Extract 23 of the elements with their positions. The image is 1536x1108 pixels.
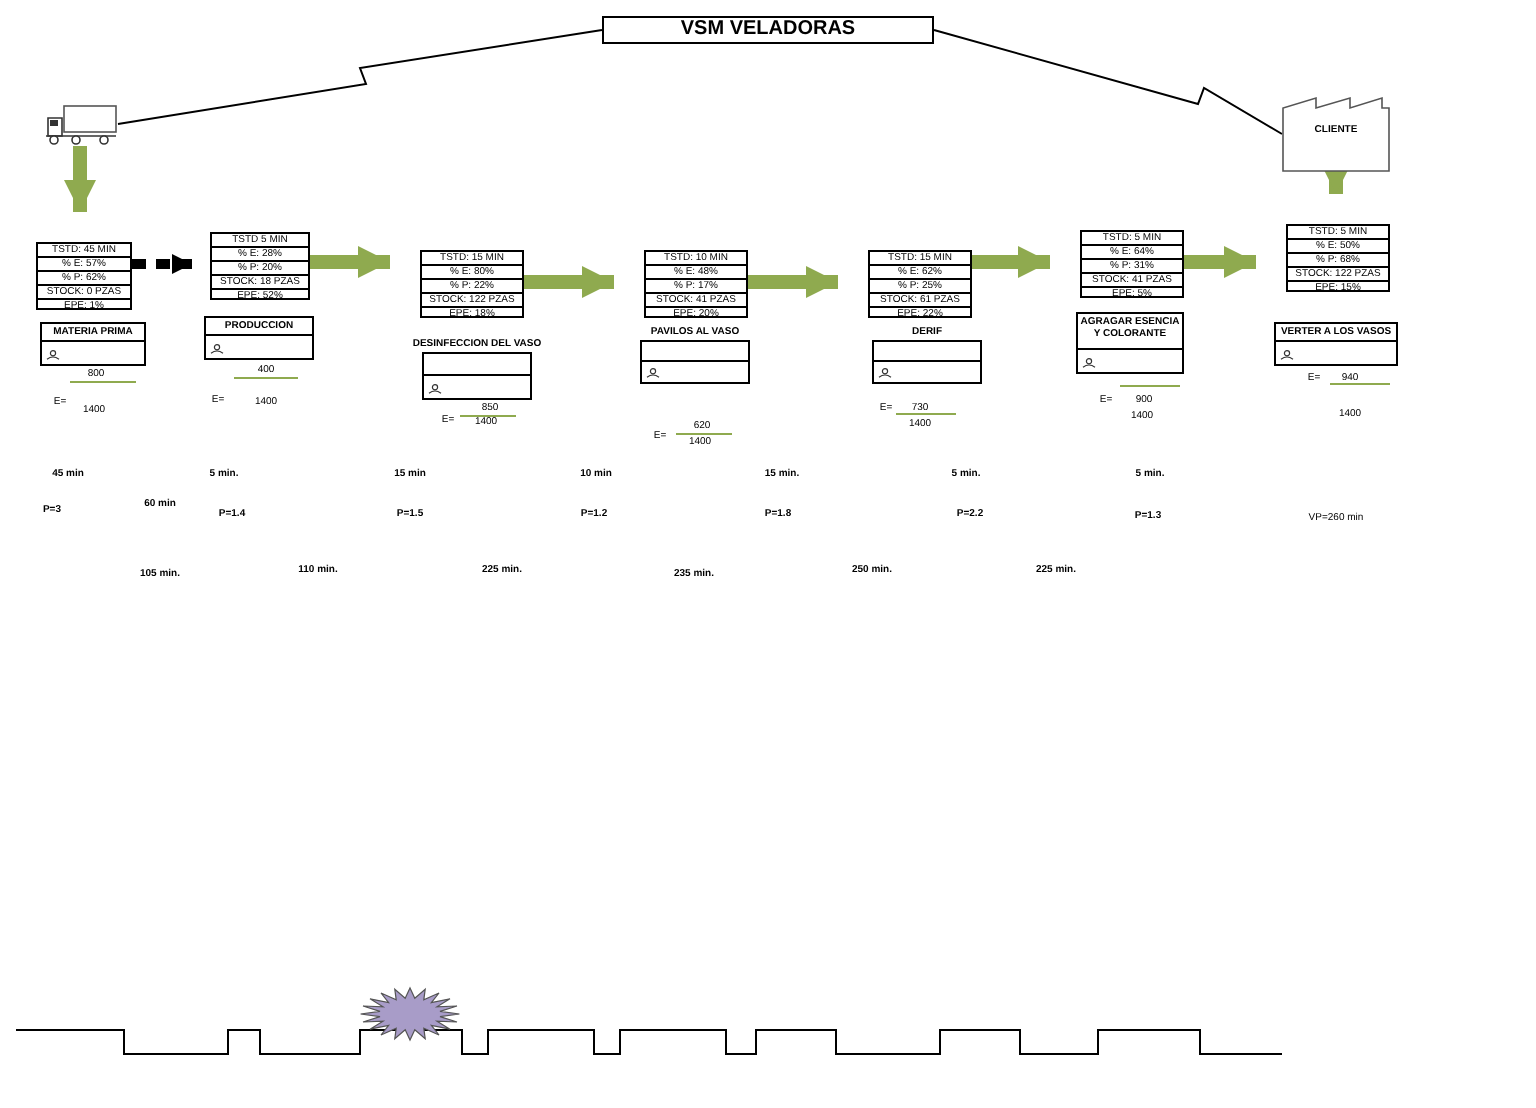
data-box xyxy=(1286,224,1390,292)
process-box xyxy=(1076,312,1184,374)
data-box xyxy=(420,250,524,318)
process-box xyxy=(204,316,314,360)
data-box xyxy=(210,232,310,300)
data-box xyxy=(644,250,748,318)
process-box xyxy=(1274,322,1398,366)
title-box: VSM VELADORAS xyxy=(602,16,934,44)
data-box xyxy=(868,250,972,318)
flow-arrow xyxy=(748,266,838,298)
flow-arrow xyxy=(310,246,390,278)
truck-icon xyxy=(44,104,118,146)
flow-arrow xyxy=(972,246,1050,278)
flow-arrow xyxy=(1184,246,1256,278)
information-line xyxy=(933,29,1283,135)
data-box xyxy=(36,242,132,310)
push-arrow xyxy=(132,254,192,274)
data-box xyxy=(1080,230,1184,298)
process-box xyxy=(40,322,146,366)
flow-arrow xyxy=(64,146,96,212)
information-line xyxy=(117,29,603,125)
factory-box xyxy=(1282,92,1390,172)
flow-arrow xyxy=(524,266,614,298)
